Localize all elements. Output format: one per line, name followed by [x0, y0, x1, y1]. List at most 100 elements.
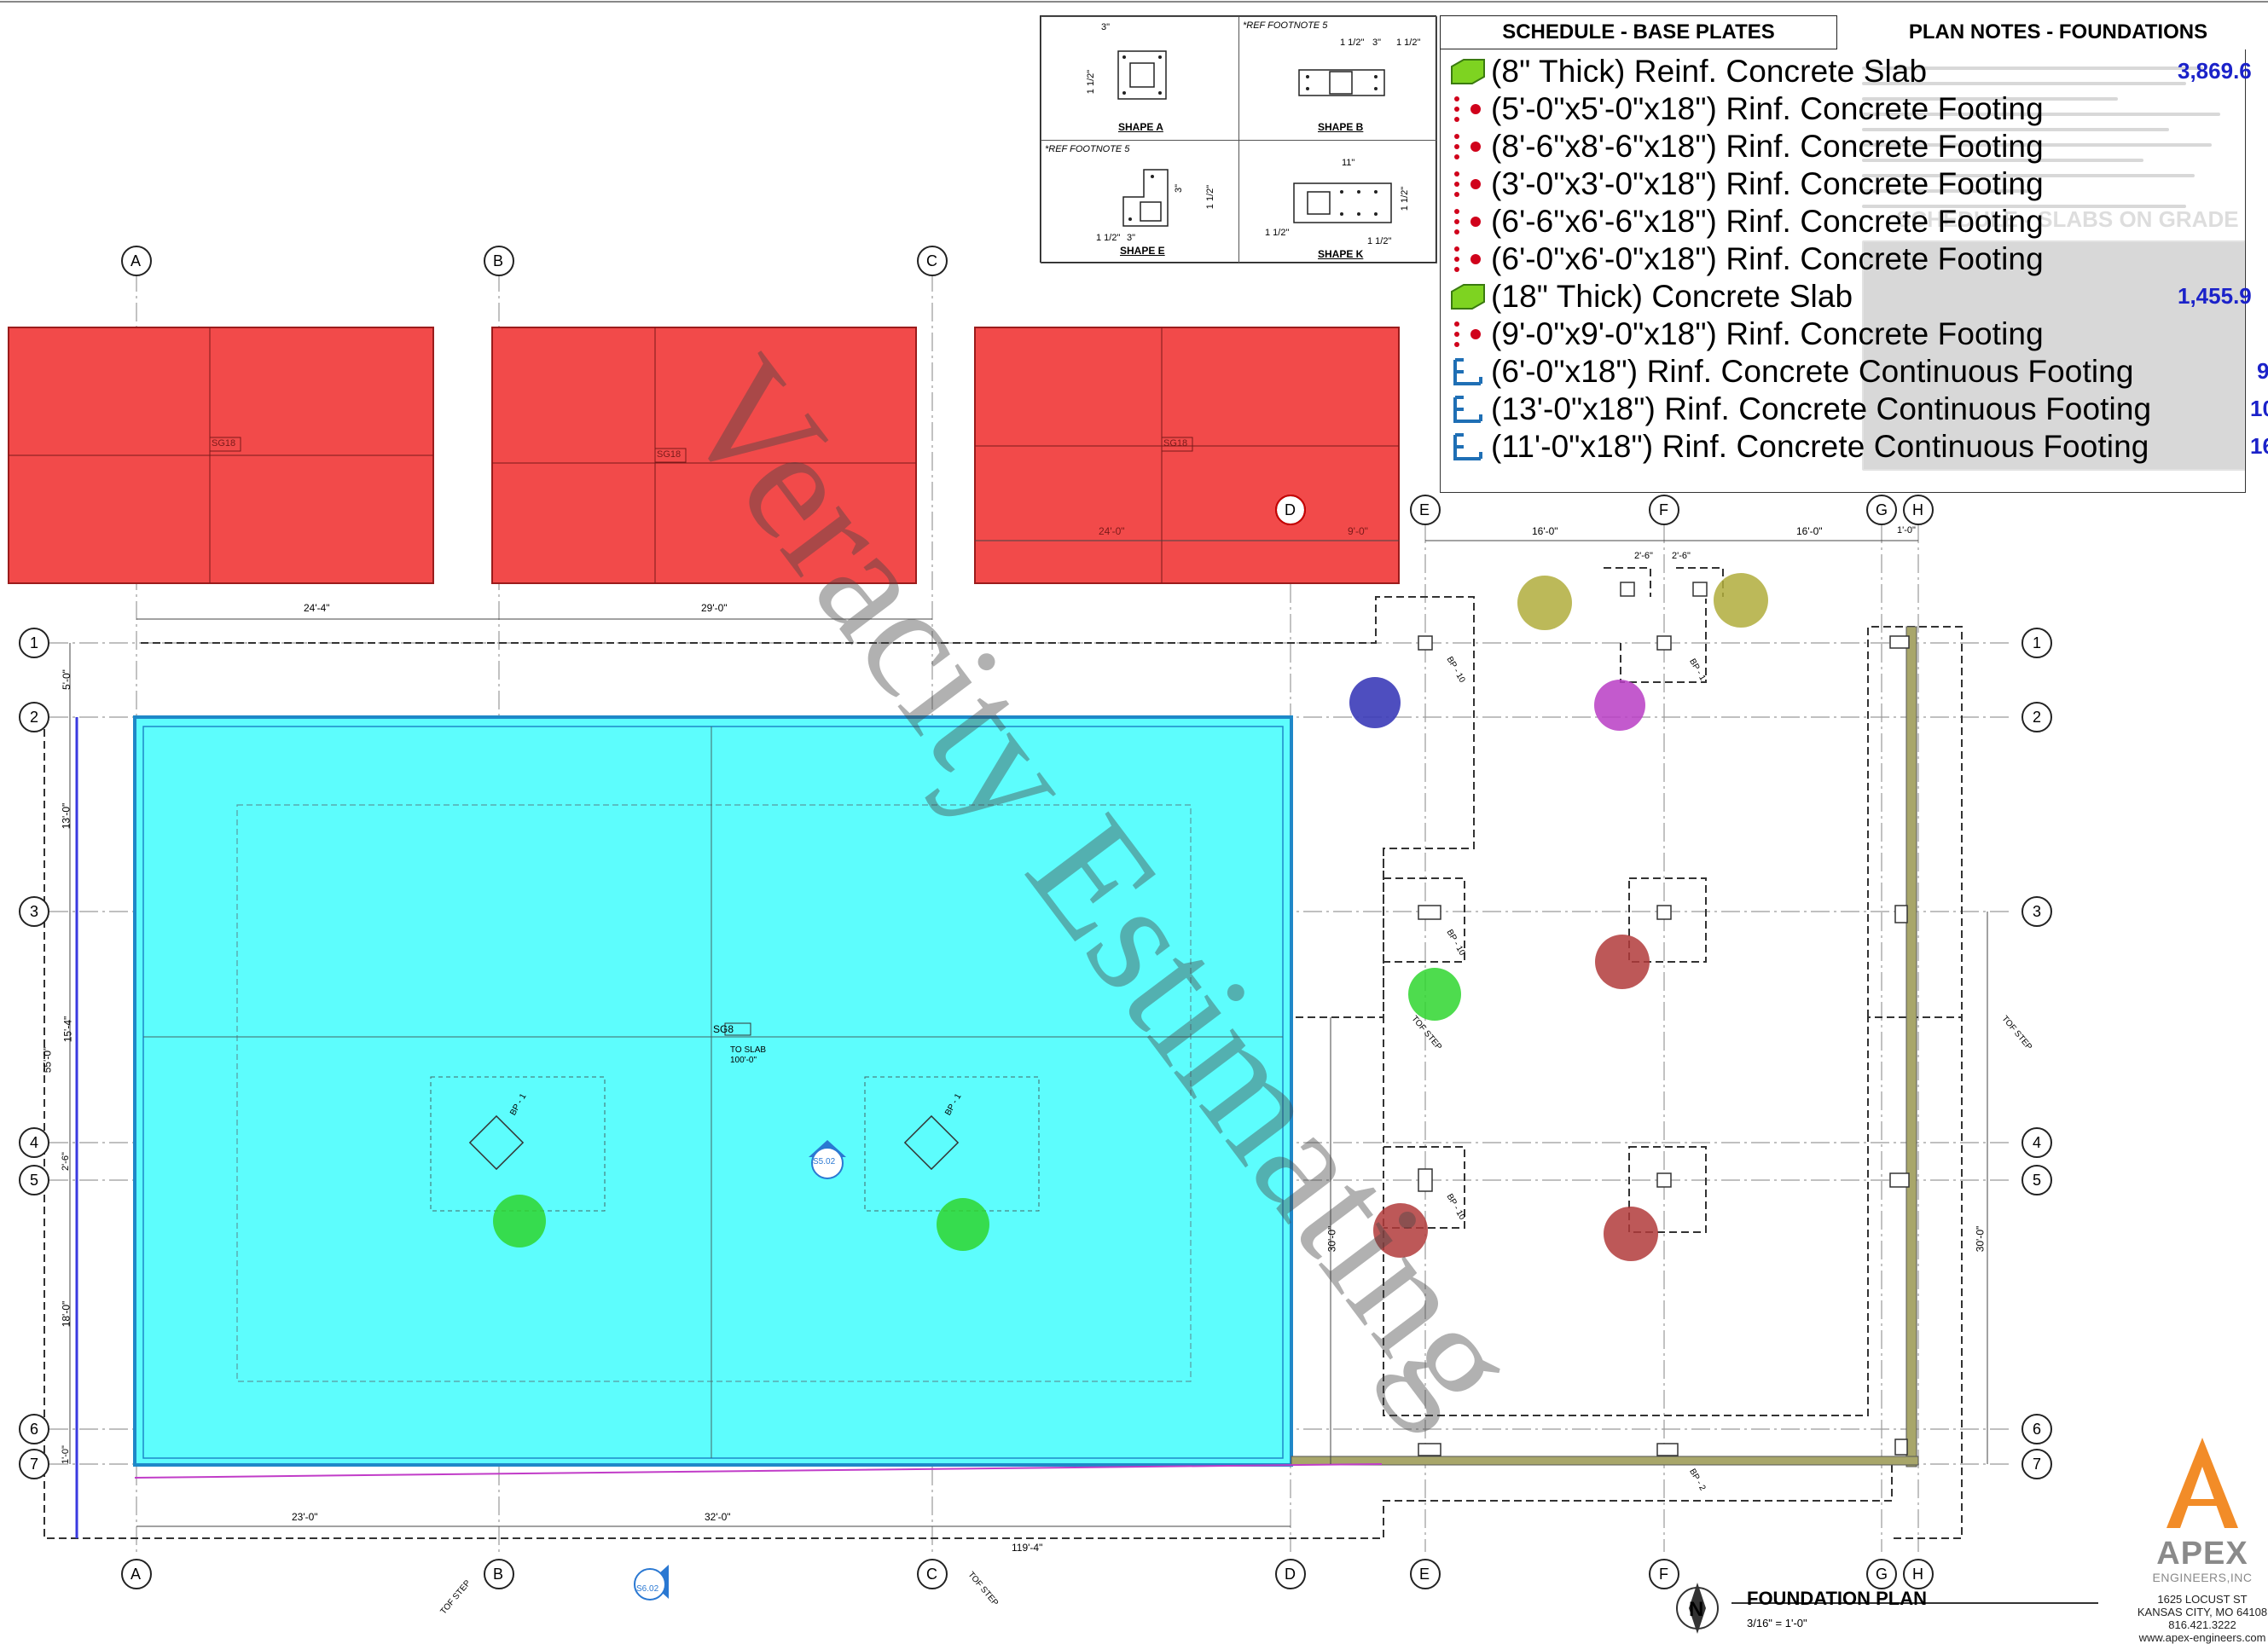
- dim-1-0: 1'-0": [1897, 525, 1916, 535]
- dimension-lines: [69, 540, 1988, 1527]
- grid-label-d: D: [1285, 501, 1296, 518]
- legend-row-label: (9'-0"x9'-0"x18") Rinf. Concrete Footing: [1491, 316, 2044, 351]
- grid-label-g-bottom: G: [1876, 1566, 1888, 1583]
- drawing-scale: 3/16" = 1'-0": [1747, 1617, 1807, 1630]
- dim-30-0b: 30'-0": [1974, 1225, 1987, 1253]
- legend-row-qty: 16: [2250, 433, 2268, 459]
- grid-row-4-right: 4: [2033, 1134, 2042, 1151]
- grid-label-a: A: [131, 252, 142, 269]
- grid-label-h: H: [1912, 501, 1923, 518]
- grid-label-g: G: [1876, 501, 1888, 518]
- grid-label-d-bottom: D: [1285, 1566, 1296, 1583]
- shape-a-label: SHAPE A: [1118, 121, 1163, 133]
- shape-k-label: SHAPE K: [1318, 248, 1364, 260]
- grid-row-5-right: 5: [2033, 1172, 2042, 1189]
- detail-ref-1[interactable]: S6.02: [636, 1584, 659, 1594]
- legend-row-label: (8" Thick) Reinf. Concrete Slab: [1491, 54, 1928, 89]
- shape-b-dim-1-5: 1 1/2": [1340, 38, 1365, 48]
- count-dots-icon: [1447, 242, 1489, 276]
- to-slab-label: TO SLAB: [730, 1045, 767, 1055]
- north-arrow-icon: [1676, 1583, 2098, 1634]
- section-ref-1[interactable]: S5.02: [813, 1157, 836, 1166]
- slab-tag-1: SG18: [212, 438, 236, 449]
- legend-row[interactable]: (5'-0"x5'-0"x18") Rinf. Concrete Footing: [1447, 90, 2044, 128]
- shape-a-cell: 3" 1 1/2" SHAPE A: [1041, 16, 1239, 141]
- slab-tag-main: SG8: [713, 1023, 734, 1035]
- count-dots-icon: [1447, 167, 1489, 201]
- dim-16-0a: 16'-0": [1532, 525, 1558, 537]
- legend-row[interactable]: (6'-6"x6'-6"x18") Rinf. Concrete Footing: [1447, 203, 2044, 240]
- base-plate-schedule: 3" 1 1/2" SHAPE A *REF FOOTNOTE 5 1 1/2"…: [1040, 15, 1437, 263]
- legend-row-label: (13'-0"x18") Rinf. Concrete Continuous F…: [1491, 391, 2152, 426]
- dim-18-0: 18'-0": [60, 1300, 73, 1328]
- grid-row-7-right: 7: [2033, 1456, 2042, 1473]
- logo-address1: 1625 LOCUST ST: [2157, 1593, 2248, 1606]
- slab-area-icon: [1447, 55, 1489, 89]
- faint-heading: SCHEDULE - SLABS ON GRADE: [1896, 206, 2239, 232]
- dim-32-0: 32'-0": [705, 1511, 731, 1523]
- dim-5-0: 5'-0": [60, 669, 73, 690]
- legend-row-label: (6'-0"x6'-0"x18") Rinf. Concrete Footing: [1491, 241, 2044, 276]
- shape-e-cell: *REF FOOTNOTE 5 3" 1 1/2" 1 1/2" 3" SHAP…: [1041, 140, 1239, 263]
- dim-2-6a: 2'-6": [1634, 551, 1653, 561]
- legend-row-qty: 9: [2257, 358, 2268, 384]
- dim-30-0a: 30'-0": [1325, 1225, 1338, 1253]
- footing-markers[interactable]: [493, 573, 1768, 1261]
- shape-e-dim-1-5: 1 1/2": [1205, 184, 1216, 210]
- takeoff-legend-panel: SCHEDULE - SLABS ON GRADE SCHEDULE - BAS…: [1440, 15, 2268, 493]
- to-slab-elev: 100'-0": [730, 1056, 757, 1065]
- grid-row-3: 3: [30, 903, 39, 920]
- dim-15-4: 15'-4": [61, 1016, 74, 1043]
- dim-9-0: 9'-0": [1348, 525, 1368, 537]
- slab-18in-areas[interactable]: [8, 327, 1400, 584]
- grid-label-h-bottom: H: [1912, 1566, 1923, 1583]
- logo-phone: 816.421.3222: [2168, 1618, 2236, 1631]
- legend-row-qty: 10: [2250, 396, 2268, 421]
- count-dots-icon: [1447, 92, 1489, 126]
- shape-b-label: SHAPE B: [1318, 121, 1364, 133]
- shape-e-dim-3b: 3": [1127, 233, 1136, 243]
- legend-row-label: (8'-6"x8'-6"x18") Rinf. Concrete Footing: [1491, 129, 2044, 164]
- north-label: N: [1689, 1598, 1704, 1621]
- legend-row[interactable]: (8" Thick) Reinf. Concrete Slab: [1447, 53, 1927, 90]
- legend-row[interactable]: (8'-6"x8'-6"x18") Rinf. Concrete Footing: [1447, 128, 2044, 165]
- shape-b-cell: *REF FOOTNOTE 5 1 1/2" 3" 1 1/2" SHAPE B: [1238, 16, 1437, 141]
- logo-sub: ENGINEERS,INC: [2152, 1571, 2253, 1584]
- grid-row-4: 4: [30, 1134, 39, 1151]
- slab-8in-area[interactable]: [133, 715, 1293, 1467]
- legend-row[interactable]: (6'-0"x18") Rinf. Concrete Continuous Fo…: [1447, 353, 2134, 391]
- dim-13-0: 13'-0": [60, 802, 73, 830]
- grid-row-5: 5: [30, 1172, 39, 1189]
- grid-row-2-right: 2: [2033, 709, 2042, 726]
- count-dots-icon: [1447, 205, 1489, 239]
- grid-row-2: 2: [30, 709, 39, 726]
- legend-row[interactable]: (6'-0"x6'-0"x18") Rinf. Concrete Footing: [1447, 240, 2044, 278]
- legend-row[interactable]: (3'-0"x3'-0"x18") Rinf. Concrete Footing: [1447, 165, 2044, 203]
- grid-row-6: 6: [30, 1421, 39, 1438]
- drawing-title: FOUNDATION PLAN: [1747, 1588, 1928, 1609]
- grid-label-c-bottom: C: [926, 1566, 937, 1583]
- apex-logo-icon: [2166, 1438, 2238, 1528]
- grid-label-f-bottom: F: [1659, 1566, 1668, 1583]
- grid-label-c: C: [926, 252, 937, 269]
- grid-row-3-right: 3: [2033, 903, 2042, 920]
- shape-b-dim-3: 3": [1372, 38, 1382, 48]
- legend-row[interactable]: (13'-0"x18") Rinf. Concrete Continuous F…: [1447, 391, 2151, 428]
- legend-box: [1440, 49, 2246, 493]
- legend-row[interactable]: (18" Thick) Concrete Slab: [1447, 278, 1853, 315]
- shape-a-dim-1-5: 1 1/2": [1086, 69, 1097, 95]
- legend-row[interactable]: (11'-0"x18") Rinf. Concrete Continuous F…: [1447, 428, 2149, 466]
- grid-label-b-bottom: B: [493, 1566, 504, 1583]
- legend-row-label: (3'-0"x3'-0"x18") Rinf. Concrete Footing: [1491, 166, 2044, 201]
- engineer-logo: APEX ENGINEERS,INC 1625 LOCUST ST KANSAS…: [2137, 1437, 2268, 1644]
- dim-16-0b: 16'-0": [1796, 525, 1823, 537]
- grid-label-e-bottom: E: [1419, 1566, 1430, 1583]
- base-plates: [1418, 582, 1910, 1456]
- grid-label-a-bottom: A: [131, 1566, 142, 1583]
- continuous-footing-lines[interactable]: [75, 626, 1919, 1538]
- legend-row[interactable]: (9'-0"x9'-0"x18") Rinf. Concrete Footing: [1447, 315, 2044, 353]
- linear-icon: [1447, 392, 1489, 426]
- shape-k-drawing: [1293, 182, 1392, 223]
